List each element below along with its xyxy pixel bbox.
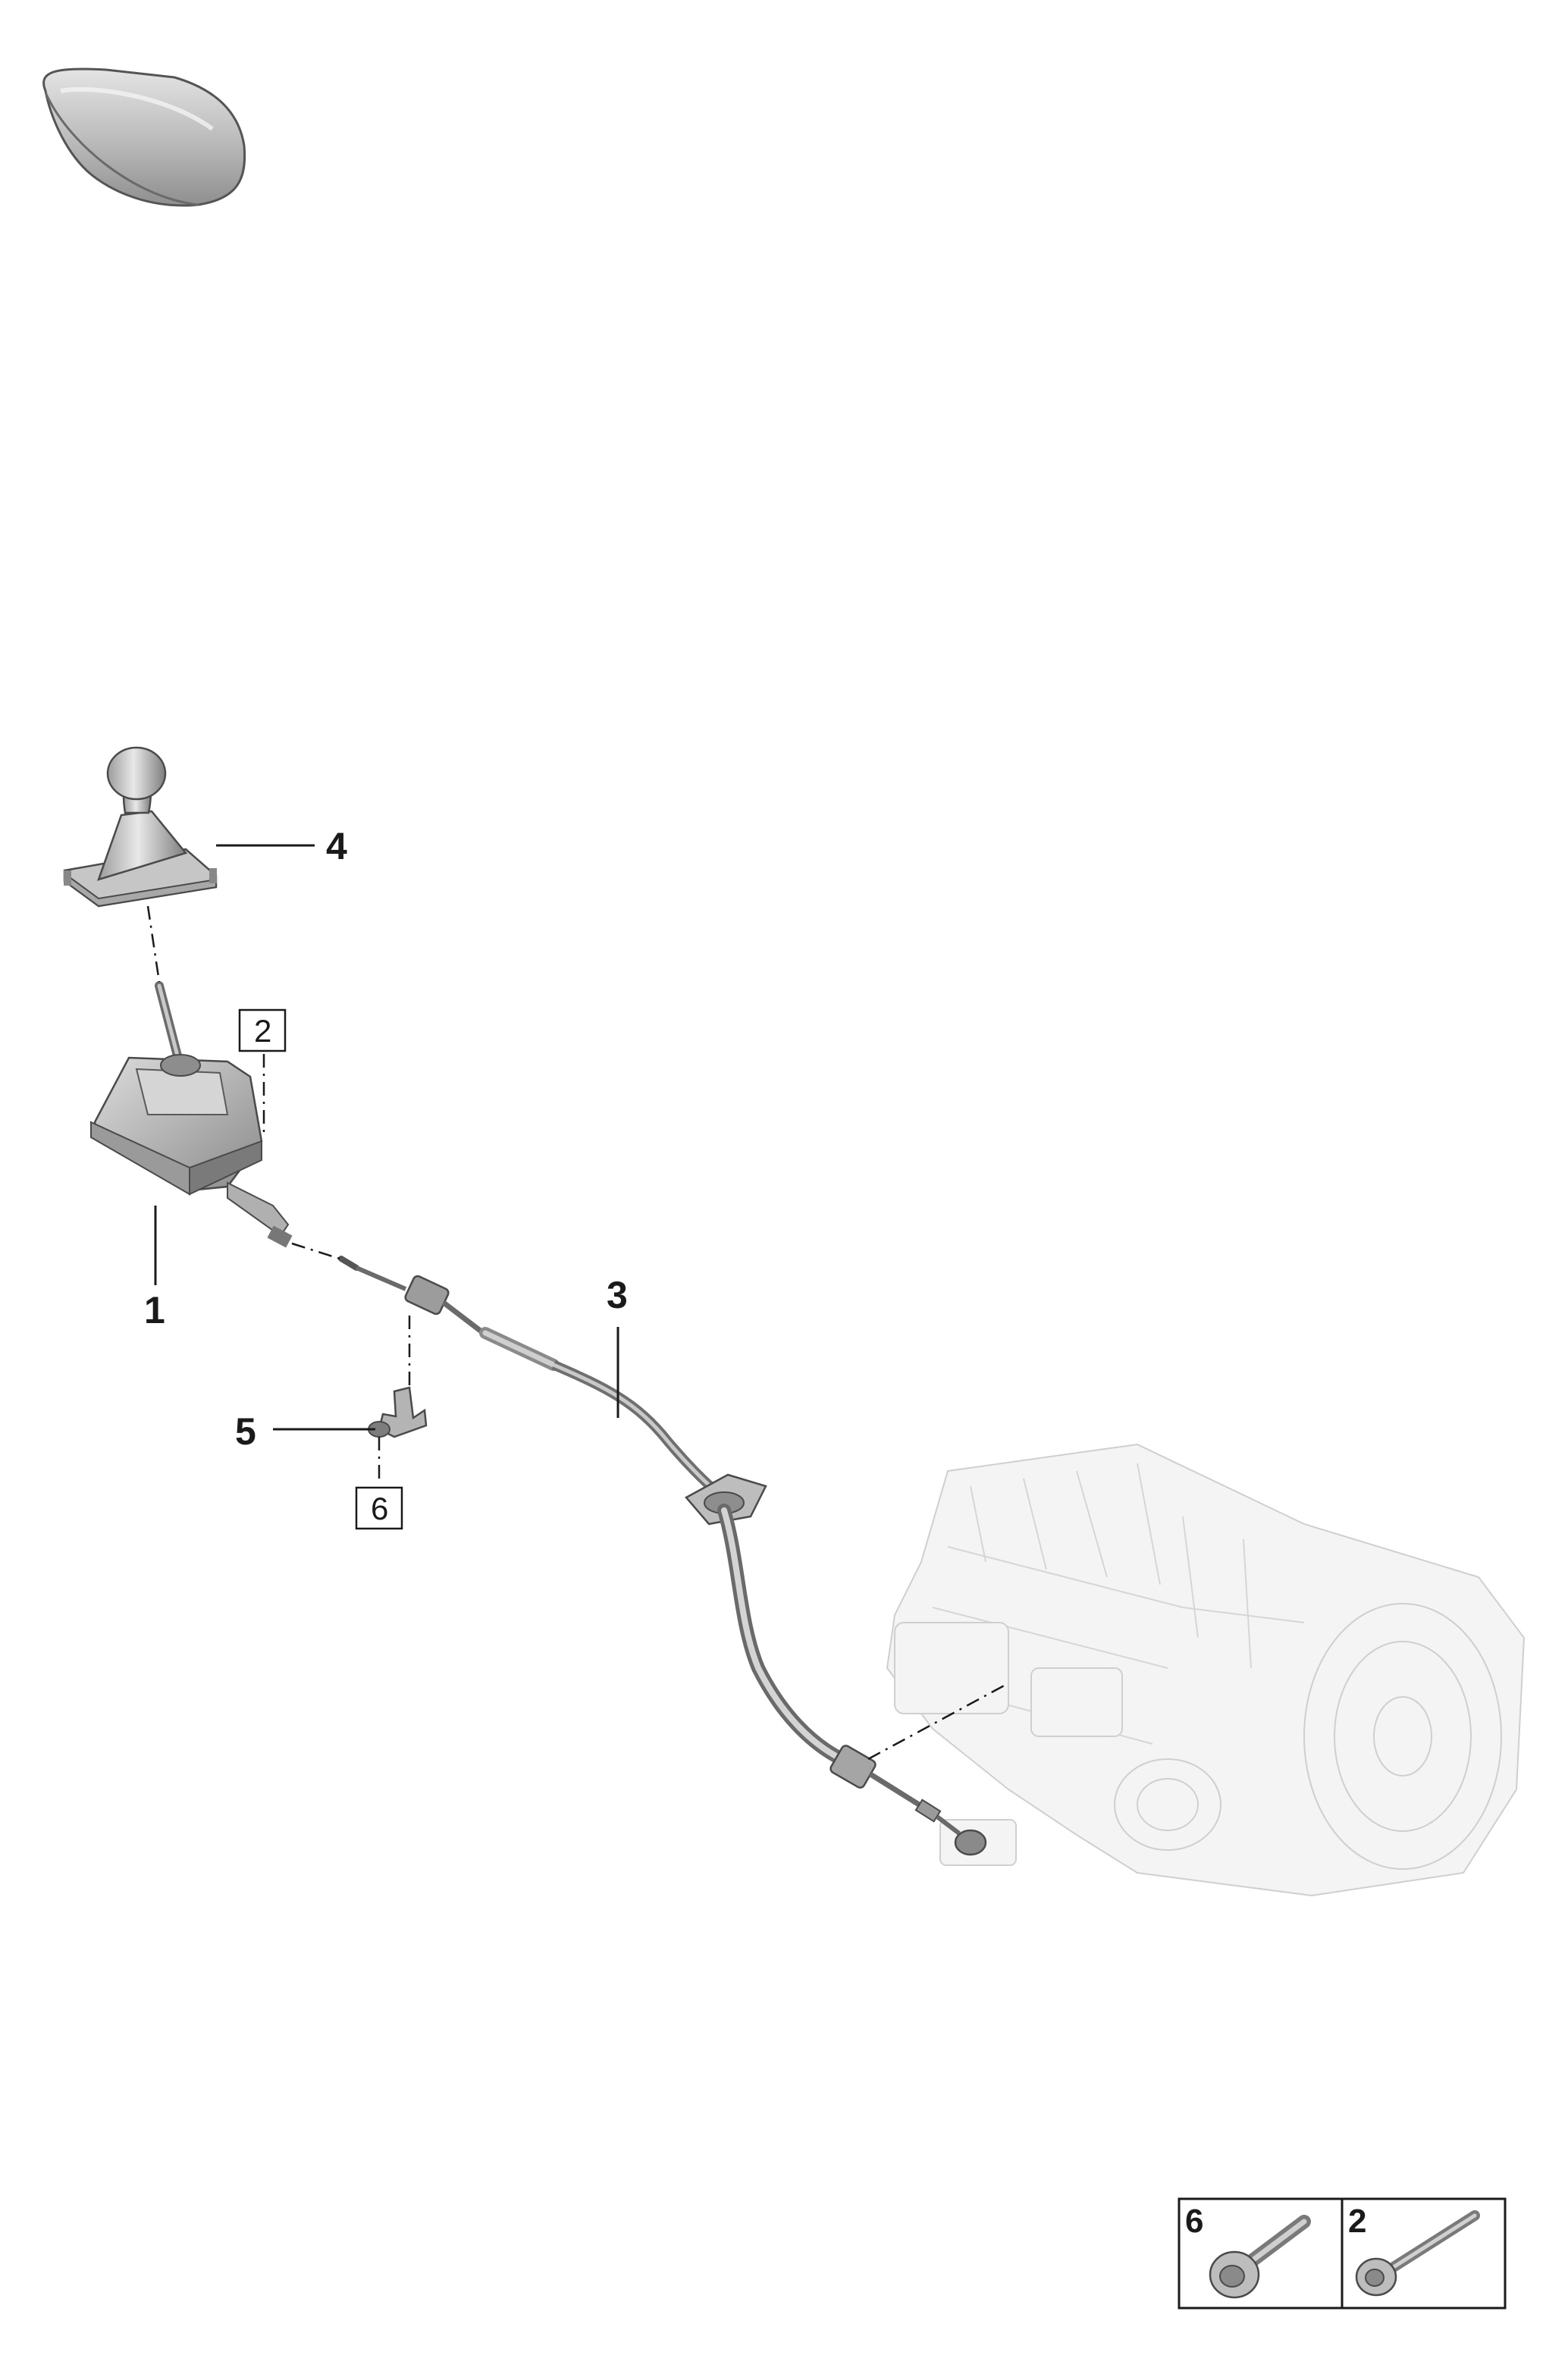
legend-item-2-label: 2 bbox=[1348, 2203, 1366, 2240]
cable-bracket bbox=[368, 1386, 428, 1438]
legend-item-6-label: 6 bbox=[1185, 2203, 1203, 2240]
boxed-ref-2-label: 2 bbox=[254, 1013, 271, 1049]
bolt-icon bbox=[1355, 2210, 1480, 2297]
car-silhouette-icon bbox=[42, 67, 246, 207]
shift-knob-boot bbox=[63, 746, 218, 908]
callout-3: 3 bbox=[607, 1274, 628, 1316]
callout-1: 1 bbox=[144, 1289, 165, 1331]
leader-lines bbox=[154, 844, 619, 1431]
boxed-ref-6-label: 6 bbox=[371, 1491, 388, 1526]
fastener-legend: 6 2 bbox=[1178, 2197, 1507, 2310]
assembly-lines bbox=[146, 905, 1009, 1761]
callout-4: 4 bbox=[326, 825, 347, 867]
boxed-ref-6: 6 bbox=[355, 1486, 403, 1530]
transmission-ghost bbox=[886, 1443, 1526, 1897]
gear-shifter-housing bbox=[90, 981, 293, 1248]
callout-5: 5 bbox=[235, 1410, 256, 1453]
shift-cable bbox=[338, 1256, 987, 1856]
boxed-ref-2: 2 bbox=[238, 1008, 287, 1052]
bolt-collar-icon bbox=[1209, 2215, 1311, 2299]
